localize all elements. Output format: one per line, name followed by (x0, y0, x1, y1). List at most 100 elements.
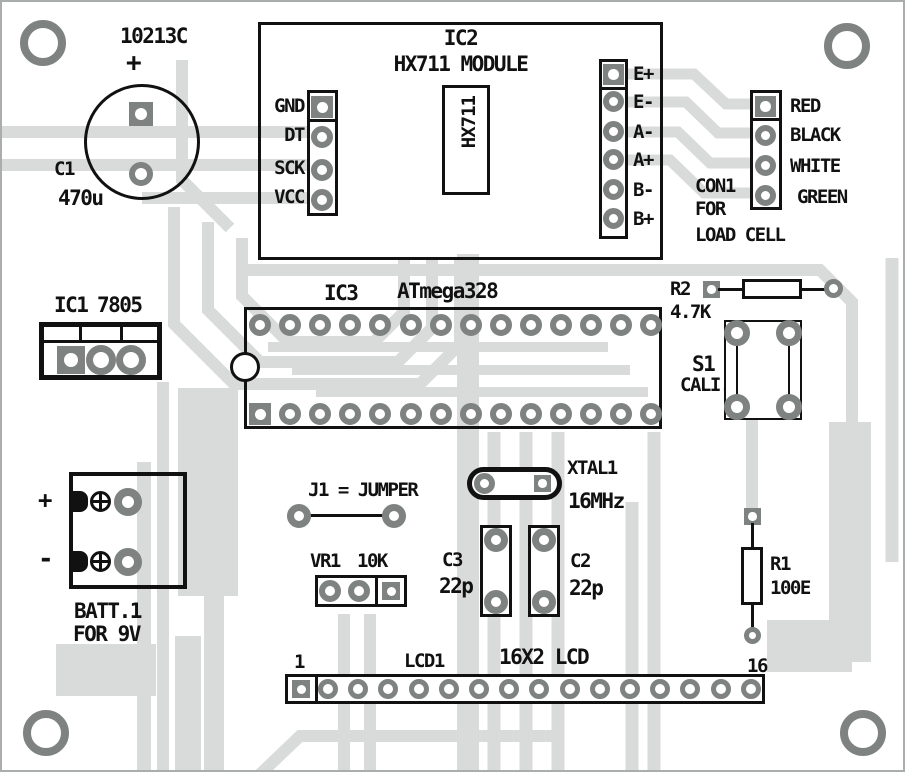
c3-top-pad (484, 528, 508, 552)
c3-value-label: 22p (439, 574, 474, 598)
ring-pad (318, 679, 338, 699)
r2-left-lead (718, 288, 744, 291)
b-minus-pad (603, 179, 624, 200)
s1-pad-tr (776, 320, 802, 346)
batt-plus-screw (90, 491, 111, 512)
c2-ref-label: C2 (570, 550, 591, 572)
a-plus-pad (603, 149, 624, 170)
con1-white-pad (755, 155, 776, 176)
hx711-chip-outline: HX711 (442, 85, 490, 195)
ring-pad (339, 403, 362, 425)
ring-pad (529, 679, 550, 699)
ic1-pin3-pad (116, 345, 146, 375)
c3-bottom-pad (484, 590, 508, 614)
con1-white-label: WHITE (790, 155, 841, 177)
vr1-pad2 (348, 580, 370, 602)
r2-body (742, 279, 802, 299)
ring-pad (438, 679, 459, 699)
r2-ref-label: R2 (670, 278, 691, 300)
e-minus-label: E- (633, 91, 654, 113)
ring-pad (610, 314, 633, 336)
c3-ref-label: C3 (442, 549, 463, 571)
ring-pad (489, 403, 512, 425)
c2-bottom-pad (532, 590, 556, 614)
xtal-ref-label: XTAL1 (567, 457, 618, 479)
batt-outline (69, 472, 187, 589)
c1-capacitor-outline (84, 84, 200, 200)
e-minus-pad (603, 91, 624, 112)
j1-wire (302, 514, 392, 517)
c2-value-label: 22p (569, 576, 604, 600)
c1-polarity-label: + (126, 48, 142, 78)
ring-pad (339, 314, 362, 336)
vr1-pad3 (382, 582, 400, 600)
con1-black-label: BLACK (790, 124, 841, 146)
s1-pad-bl (724, 394, 750, 420)
ic1-tab-divider (44, 340, 157, 343)
ring-pad (378, 679, 399, 699)
mounting-hole-top-right (824, 23, 870, 69)
ring-pad (499, 679, 520, 699)
ic1-tab-notch-2 (120, 325, 123, 341)
ring-pad (309, 403, 332, 425)
ring-pad (640, 314, 663, 336)
batt-minus-terminal (70, 551, 88, 572)
ring-pad (620, 679, 640, 699)
ring-pad (610, 403, 633, 425)
ring-pad (550, 403, 572, 425)
ic3-ref-label: IC3 (324, 281, 359, 305)
ring-pad (279, 403, 302, 425)
ring-pad (559, 679, 580, 699)
lcd-pin16-label: 16 (747, 655, 768, 677)
r2-right-lead (800, 288, 826, 291)
square-pad (249, 403, 271, 425)
s1-ref-label: S1 (692, 352, 716, 376)
ring-pad (650, 679, 671, 699)
vr1-pin3-divider (375, 578, 378, 604)
r1-bottom-pad (744, 627, 761, 644)
j1-label: J1 = JUMPER (308, 479, 419, 501)
ring-pad (489, 314, 512, 336)
ring-pad (399, 314, 422, 336)
sck-pad (311, 159, 333, 181)
dt-pad (311, 126, 333, 148)
lcd-pin1-pad (292, 680, 310, 698)
ring-pad (429, 314, 452, 336)
ic1-ref-label: IC1 (54, 293, 89, 317)
lcd-pin1-label: 1 (294, 651, 305, 673)
a-minus-pad (603, 121, 624, 142)
xtal-value-label: 16MHz (568, 489, 625, 513)
s1-left-link (736, 342, 738, 396)
c1-positive-pad (129, 102, 153, 126)
ring-pad (249, 314, 271, 336)
ic3-pin1-notch (230, 352, 260, 382)
ic2-name-label: HX711 MODULE (393, 52, 529, 76)
batt-minus-screw (90, 551, 111, 572)
ring-pad (550, 314, 572, 336)
ic2-module-outline (258, 22, 663, 260)
con1-green-label: GREEN (797, 186, 848, 208)
batt-ref-label: BATT.1 (74, 599, 142, 623)
r2-value-label: 4.7K (670, 301, 711, 323)
batt-minus-pad (114, 548, 142, 576)
con1-green-pad (755, 185, 776, 206)
s1-pad-tl (724, 320, 750, 346)
batt-plus-label: + (38, 486, 52, 514)
batt-voltage-label: FOR 9V (73, 622, 141, 646)
mounting-hole-top-left (20, 20, 66, 66)
xtal-left-pad (474, 473, 495, 494)
r2-left-pad (703, 281, 720, 298)
c1-negative-pad (129, 162, 153, 186)
gnd-pin-label: GND (274, 95, 305, 117)
ring-pad (580, 403, 603, 425)
gnd-pad (311, 96, 333, 118)
ring-pad (519, 314, 542, 336)
ring-pad (348, 679, 369, 699)
ring-pad (710, 679, 731, 699)
ic1-value-label: 7805 (97, 293, 143, 317)
r1-bottom-lead (751, 603, 754, 629)
ring-pad (459, 403, 482, 425)
hx711-chip-label: HX711 (458, 96, 480, 149)
mounting-hole-bottom-right (840, 710, 886, 756)
